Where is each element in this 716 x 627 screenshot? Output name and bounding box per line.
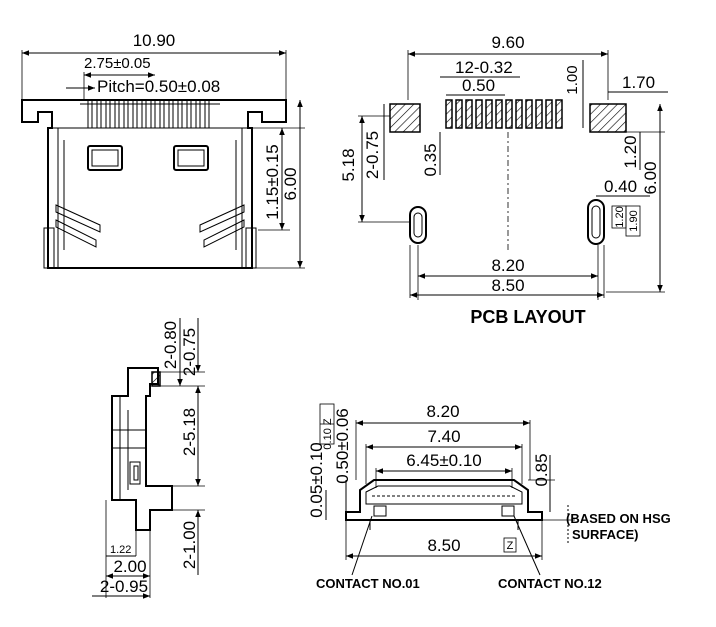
pcb-slot-width: 0.40 <box>604 177 637 196</box>
pcb-pads-dimension: 12-0.32 <box>455 58 513 77</box>
front-flatness: 0.10 Z <box>322 418 334 449</box>
pcb-width-top: 9.60 <box>491 33 524 52</box>
top-view: 10.90 2.75±0.05 Pitch=0.50±0.08 <box>21 31 305 269</box>
pcb-inner-width: 8.20 <box>491 256 524 275</box>
side-d6: 2.00 <box>113 557 146 576</box>
pcb-left-height: 5.18 <box>339 148 358 181</box>
front-v3: 0.85 <box>532 453 551 486</box>
pcb-corner-pad: 1.70 <box>622 73 655 92</box>
height-partial-dimension: 1.15±0.15 <box>263 144 282 220</box>
front-w4: 8.50 <box>427 536 460 555</box>
width-dimension: 10.90 <box>133 31 176 50</box>
pcb-layout: 9.60 12-0.32 0.50 1.00 1.70 <box>339 33 668 327</box>
side-d1: 2-0.80 <box>161 321 180 369</box>
pcb-left-gap: 0.35 <box>421 143 440 176</box>
pcb-signal-pads <box>445 99 563 129</box>
front-view: 8.20 7.40 6.45±0.10 0.05±0.10 0.50±0.06 … <box>307 402 671 591</box>
pcb-pad-length: 1.00 <box>564 65 581 94</box>
front-v2: 0.50±0.06 <box>333 408 352 484</box>
pcb-slot-a: 1.20 <box>614 206 626 227</box>
side-d4: 2-1.00 <box>180 521 199 569</box>
front-note-2: SURFACE) <box>572 527 638 542</box>
front-note: (BASED ON HSG <box>566 511 671 526</box>
contact-first-label: CONTACT NO.01 <box>316 576 420 591</box>
side-d5: 1.22 <box>110 544 131 556</box>
side-d3: 2-5.18 <box>180 408 199 456</box>
contact-last-label: CONTACT NO.12 <box>498 576 602 591</box>
side-view: 2-0.80 2-0.75 2-5.18 2-1.00 1.22 2.00 2-… <box>92 318 205 599</box>
side-d7: 2-0.95 <box>100 577 148 596</box>
pin-offset-dimension: 2.75±0.05 <box>84 55 151 72</box>
height-total-dimension: 6.00 <box>281 167 300 200</box>
pcb-layout-title: PCB LAYOUT <box>470 307 585 327</box>
pcb-right-offset: 1.20 <box>621 135 640 168</box>
front-v1: 0.05±0.10 <box>307 442 326 518</box>
pcb-slot-b: 1.90 <box>628 210 640 231</box>
pcb-pad-pitch: 0.50 <box>462 76 495 95</box>
pcb-right-height: 6.00 <box>641 161 660 194</box>
top-view-pins <box>80 99 220 129</box>
side-d2: 2-0.75 <box>180 328 199 376</box>
front-datum: Z <box>507 540 514 552</box>
pitch-dimension: Pitch=0.50±0.08 <box>97 77 220 96</box>
pcb-outer-width: 8.50 <box>491 276 524 295</box>
front-w3: 6.45±0.10 <box>406 451 482 470</box>
front-w1: 8.20 <box>426 402 459 421</box>
pcb-left-slot: 2-0.75 <box>363 131 382 179</box>
front-w2: 7.40 <box>427 427 460 446</box>
